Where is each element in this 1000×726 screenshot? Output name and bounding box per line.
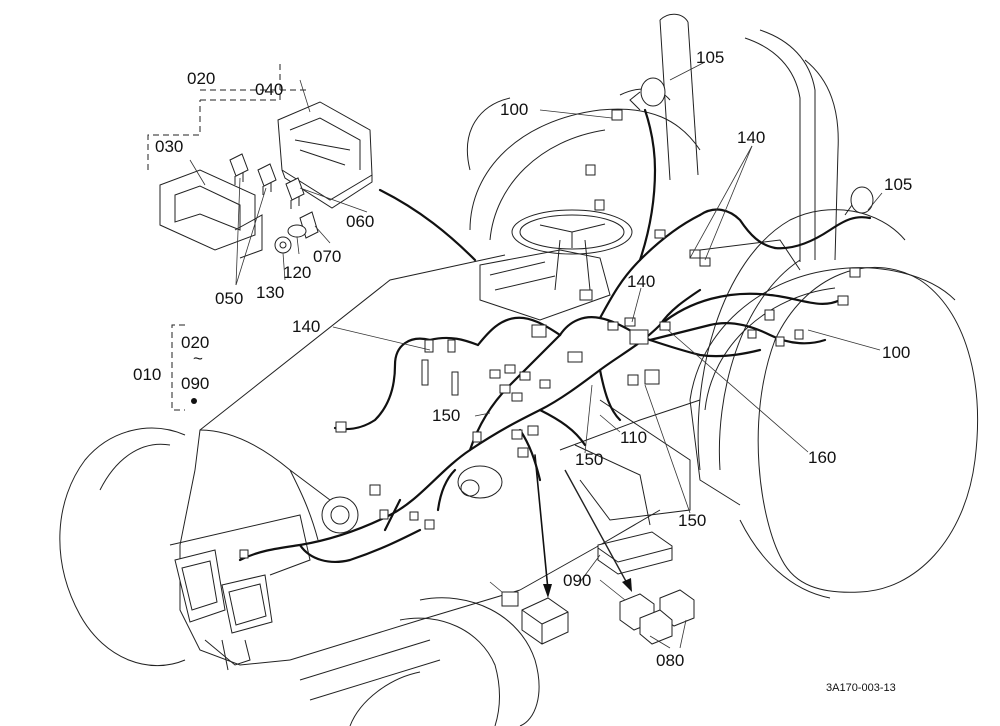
label-060: 060 bbox=[346, 212, 374, 231]
label-070: 070 bbox=[313, 247, 341, 266]
label-150-left: 150 bbox=[432, 406, 460, 425]
leader-lines bbox=[189, 61, 883, 649]
label-120: 120 bbox=[283, 263, 311, 282]
label-140-mid: 140 bbox=[627, 272, 655, 291]
label-010: 010 bbox=[133, 365, 161, 384]
label-tilde: ~ bbox=[193, 349, 203, 368]
label-100-right: 100 bbox=[882, 343, 910, 362]
label-150-mid: 150 bbox=[575, 450, 603, 469]
label-020-top: 020 bbox=[187, 69, 215, 88]
lower-parts bbox=[489, 531, 695, 645]
marker-dot bbox=[191, 398, 197, 404]
part-labels: 020 040 030 060 070 120 130 050 010 020 … bbox=[133, 48, 912, 694]
label-140-left: 140 bbox=[292, 317, 320, 336]
range-bracket-010 bbox=[171, 324, 185, 411]
label-150-bottom: 150 bbox=[678, 511, 706, 530]
figure-code: 3A170-003-13 bbox=[826, 682, 896, 694]
label-105-right: 105 bbox=[884, 175, 912, 194]
tractor-outline bbox=[59, 13, 978, 726]
label-105-top: 105 bbox=[696, 48, 724, 67]
label-100-top: 100 bbox=[500, 100, 528, 119]
label-080: 080 bbox=[656, 651, 684, 670]
label-040: 040 bbox=[255, 80, 283, 99]
label-030: 030 bbox=[155, 137, 183, 156]
label-130: 130 bbox=[256, 283, 284, 302]
label-140-top: 140 bbox=[737, 128, 765, 147]
label-090-bottom: 090 bbox=[563, 571, 591, 590]
label-020-range: 020 bbox=[181, 333, 209, 352]
label-160: 160 bbox=[808, 448, 836, 467]
label-050: 050 bbox=[215, 289, 243, 308]
label-090-range: 090 bbox=[181, 374, 209, 393]
label-110: 110 bbox=[620, 428, 647, 447]
fuse-box-group bbox=[147, 60, 373, 259]
harness-connectors bbox=[239, 109, 861, 559]
